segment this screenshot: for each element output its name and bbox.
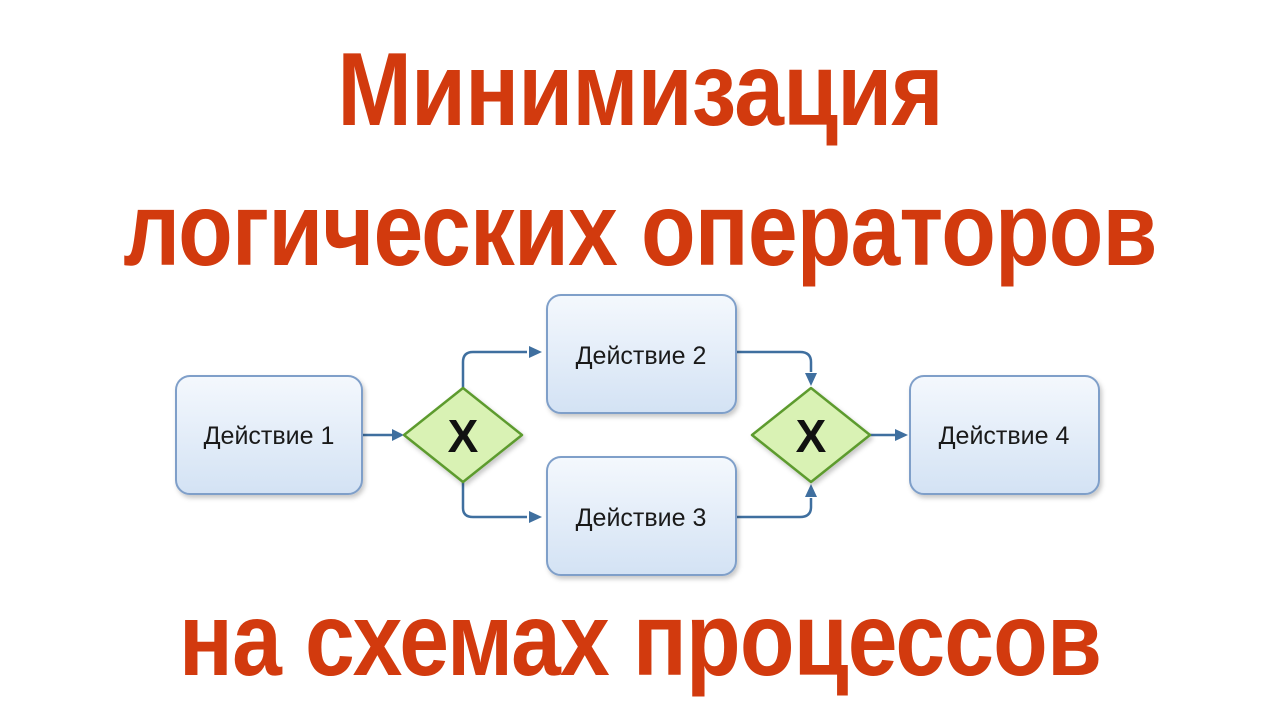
edge-gateway1-action3 <box>461 482 527 519</box>
edge-action2-gateway2-arrowhead <box>805 373 817 386</box>
title-line-3: на схемах процессов <box>178 582 1102 698</box>
edge-gateway1-action2 <box>461 350 527 388</box>
task-action4: Действие 4 <box>909 375 1100 495</box>
task-action1: Действие 1 <box>175 375 363 495</box>
connectors <box>362 346 908 523</box>
task-box-action1 <box>175 375 363 495</box>
task-box-action2 <box>546 294 737 414</box>
gateway-1: X <box>402 386 524 484</box>
edge-action3-gateway2-arrowhead <box>805 484 817 497</box>
title-line-1: Минимизация <box>337 32 943 148</box>
task-box-action3 <box>546 456 737 576</box>
gateway-1-diamond <box>402 386 524 484</box>
title-line-2: логических операторов <box>123 172 1157 288</box>
task-label-action3: Действие 3 <box>576 504 707 532</box>
task-action3: Действие 3 <box>546 456 737 576</box>
task-label-action4: Действие 4 <box>939 422 1070 450</box>
edge-action1-gateway1-arrowhead <box>392 429 404 441</box>
edge-gateway1-action3-arrowhead <box>529 511 542 523</box>
gateway-2-label: X <box>796 410 827 462</box>
edge-gateway2-action4-arrowhead <box>895 429 908 441</box>
task-label-action2: Действие 2 <box>576 342 707 370</box>
edge-action2-gateway2 <box>736 350 813 372</box>
gateway-2: X <box>750 386 872 484</box>
task-label-action1: Действие 1 <box>204 422 335 450</box>
task-box-action4 <box>909 375 1100 495</box>
gateway-2-diamond <box>750 386 872 484</box>
task-action2: Действие 2 <box>546 294 737 414</box>
edge-action3-gateway2 <box>736 498 813 519</box>
gateway-1-label: X <box>448 410 479 462</box>
edge-gateway1-action2-arrowhead <box>529 346 542 358</box>
